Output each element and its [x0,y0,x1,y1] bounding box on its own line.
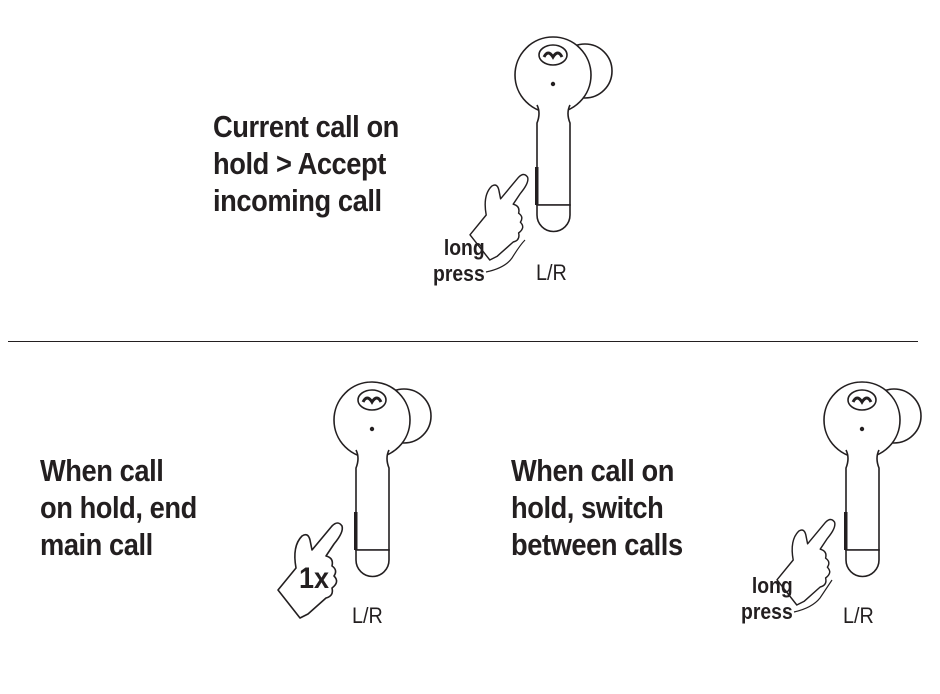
gesture-label-long-press: long press [741,573,793,624]
section-title-accept-incoming: Current call on hold > Accept incoming c… [213,109,399,218]
earbud-top [513,35,614,233]
side-label: L/R [352,603,383,628]
side-label: L/R [843,603,874,628]
earbud-bottom-left [332,380,433,578]
earbud-bottom-right [822,380,923,578]
gesture-label-long-press: long press [433,235,485,286]
leader-line-top [485,239,526,273]
divider [8,341,918,342]
side-label: L/R [536,260,567,285]
section-title-end-main-call: When call on hold, end main call [40,453,197,562]
gesture-label-1x: 1x [299,562,330,595]
leader-line-bottom-right [793,579,833,613]
section-title-switch-calls: When call on hold, switch between calls [511,453,683,562]
